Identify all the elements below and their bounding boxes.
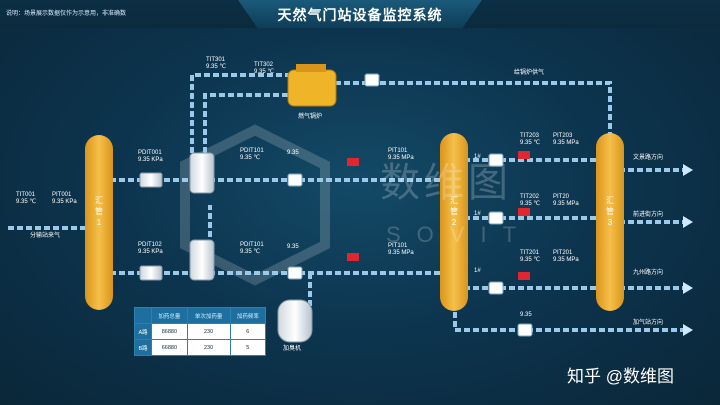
odorizer-tank — [277, 299, 313, 343]
table-header: 加药频率 — [229, 307, 267, 324]
source-label: 分输站来气 — [30, 233, 61, 239]
disclaimer-note: 说明：场景展示数据仅作为示意用，非准确数 — [6, 11, 127, 17]
manifold-2-label: 汇 管 2 — [450, 196, 458, 227]
pdit101a-label: PDIT101 9.35 ℃ — [240, 148, 264, 161]
pdit001-label: PDIT001 9.35 KPa — [138, 150, 163, 163]
single-cell: 230 — [186, 339, 231, 356]
meter-b-value: 9.35 — [287, 244, 299, 250]
filter-units — [139, 152, 215, 281]
manifold-3-label: 汇 管 3 — [606, 196, 614, 227]
tit203-label: TIT203 9.35 ℃ — [520, 133, 541, 146]
pit203-label: PIT203 9.35 MPa — [553, 133, 579, 146]
table-header — [133, 307, 153, 324]
boiler-supply-label: 给锅炉供气 — [514, 70, 545, 76]
boiler-label: 燃气锅炉 — [298, 114, 323, 120]
watermark-en: SOVIT — [386, 222, 533, 247]
total-cell: 66880 — [151, 339, 188, 356]
table-header-row: 加药总量 单次加药量 加药频率 — [133, 307, 267, 324]
tit001-label: TIT001 9.35 ℃ — [16, 192, 37, 205]
branch-1-tag: 1# — [474, 154, 481, 160]
watermark-logo — [180, 124, 330, 286]
branch-3-tag: 1# — [474, 268, 481, 274]
pit201-label: PIT201 9.35 MPa — [553, 250, 579, 263]
watermark-cn: 数维图 — [380, 161, 512, 205]
table-header: 加药总量 — [151, 307, 188, 324]
dosing-table: 加药总量 单次加药量 加药频率 A路 86880 230 6 B路 66880 … — [133, 307, 267, 356]
freq-cell: 6 — [229, 323, 267, 340]
odorizer-label: 加臭机 — [283, 346, 302, 352]
tit201-label: TIT201 9.35 ℃ — [520, 250, 541, 263]
meter-a-value: 9.35 — [287, 150, 299, 156]
output-label-1: 文景路方向 — [633, 155, 664, 161]
brand-watermark: 知乎 @数维图 — [567, 367, 674, 386]
output-label-4: 加气站方向 — [633, 320, 664, 326]
pit101b-label: PIT101 9.35 MPa — [388, 243, 414, 256]
output-label-3: 九州路方向 — [633, 270, 664, 276]
single-cell: 230 — [186, 323, 231, 340]
valves — [347, 151, 530, 280]
manifold-1-label: 汇 管 1 — [95, 196, 103, 227]
flow-arrows — [683, 164, 693, 336]
row-name: B路 — [133, 339, 153, 356]
pit20-label: PIT20 9.35 MPa — [553, 194, 579, 207]
meter-c-value: 9.35 — [520, 312, 532, 318]
freq-cell: 5 — [229, 339, 267, 356]
table-row: A路 86880 230 6 — [133, 323, 267, 340]
title-plate — [238, 0, 482, 28]
row-name: A路 — [133, 323, 153, 340]
page-title: 天然气门站设备监控系统 — [277, 7, 443, 23]
branch-2-tag: 1# — [474, 211, 481, 217]
table-header: 单次加药量 — [186, 307, 231, 324]
pit101a-label: PIT101 9.35 MPa — [388, 148, 414, 161]
manifold-shapes — [85, 133, 624, 311]
boiler-unit — [287, 64, 337, 107]
tit302-label: TIT302 9.35 ℃ — [254, 62, 275, 75]
total-cell: 86880 — [151, 323, 188, 340]
table-row: B路 66880 230 5 — [133, 339, 267, 356]
meters — [287, 73, 533, 337]
pdit101b-label: PDIT101 9.35 ℃ — [240, 242, 264, 255]
tit301-label: TIT301 9.35 ℃ — [206, 57, 227, 70]
pdit102-label: PDIT102 9.35 KPa — [138, 242, 163, 255]
output-label-2: 前进街方向 — [633, 212, 664, 218]
pit001-label: PIT001 9.35 KPa — [52, 192, 77, 205]
tit202-label: TIT202 9.35 ℃ — [520, 194, 541, 207]
